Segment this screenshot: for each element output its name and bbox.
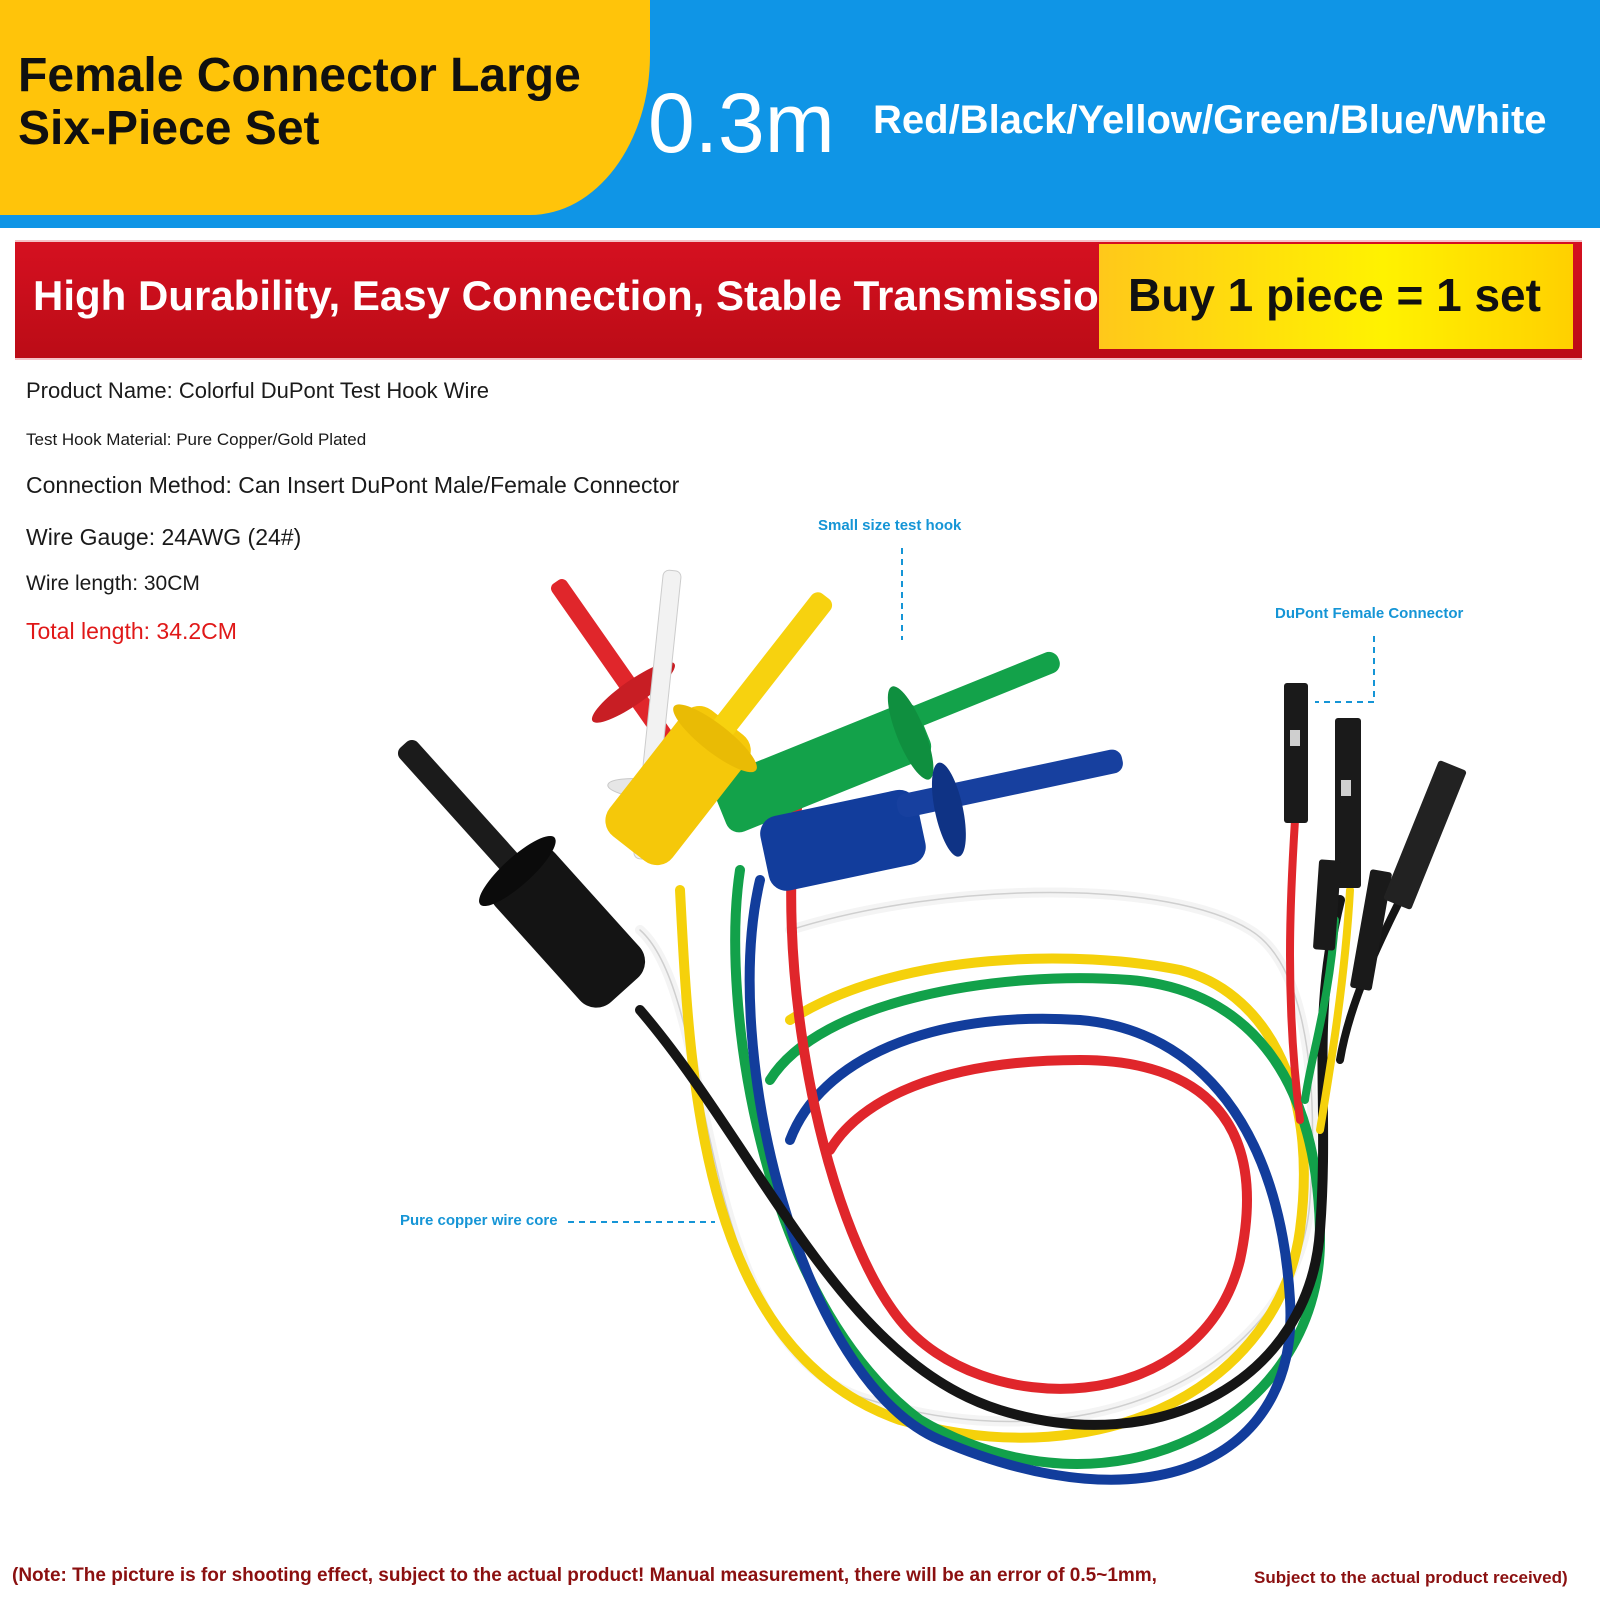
connector-callout-leader: [1315, 636, 1375, 703]
black-hook: [397, 739, 646, 1008]
title-line-1: Female Connector Large: [18, 49, 581, 102]
hook-callout: Small size test hook: [818, 517, 962, 534]
spec-product-name: Product Name: Colorful DuPont Test Hook …: [26, 378, 489, 403]
core-callout: Pure copper wire core: [400, 1212, 558, 1229]
blue-hook: [760, 749, 1123, 891]
spec-gauge: Wire Gauge: 24AWG (24#): [26, 524, 302, 550]
title-line-2: Six-Piece Set: [18, 102, 320, 155]
wire-yellow-lead: [1316, 886, 1354, 1134]
dupont-connectors: [1284, 683, 1467, 991]
buy-badge-text: Buy 1 piece = 1 set: [1128, 269, 1541, 321]
connector-callout: DuPont Female Connector: [1275, 605, 1464, 622]
wire-red-lead: [1286, 816, 1304, 1124]
feature-slogan: High Durability, Easy Connection, Stable…: [33, 272, 1125, 319]
green-hook: [713, 651, 1060, 833]
spec-material: Test Hook Material: Pure Copper/Gold Pla…: [26, 430, 367, 449]
buy-badge: [1099, 244, 1573, 349]
wire-yellow: [675, 885, 1309, 1443]
spec-total-length: Total length: 34.2CM: [26, 618, 237, 644]
wire-red: [786, 785, 1252, 1394]
wire-blue: [744, 875, 1296, 1485]
spec-wire-length: Wire length: 30CM: [26, 572, 200, 595]
length-label: 0.3m: [648, 76, 835, 170]
colors-label: Red/Black/Yellow/Green/Blue/White: [873, 98, 1547, 142]
spec-connection: Connection Method: Can Insert DuPont Mal…: [26, 472, 680, 498]
header-title-panel: [0, 0, 650, 215]
yellow-hook: [605, 592, 833, 866]
footer-note: (Note: The picture is for shooting effec…: [12, 1565, 1157, 1586]
test-hooks: [397, 569, 1123, 1008]
wire-black: [635, 895, 1345, 1430]
footer-note-right: Subject to the actual product received): [1254, 1568, 1568, 1587]
